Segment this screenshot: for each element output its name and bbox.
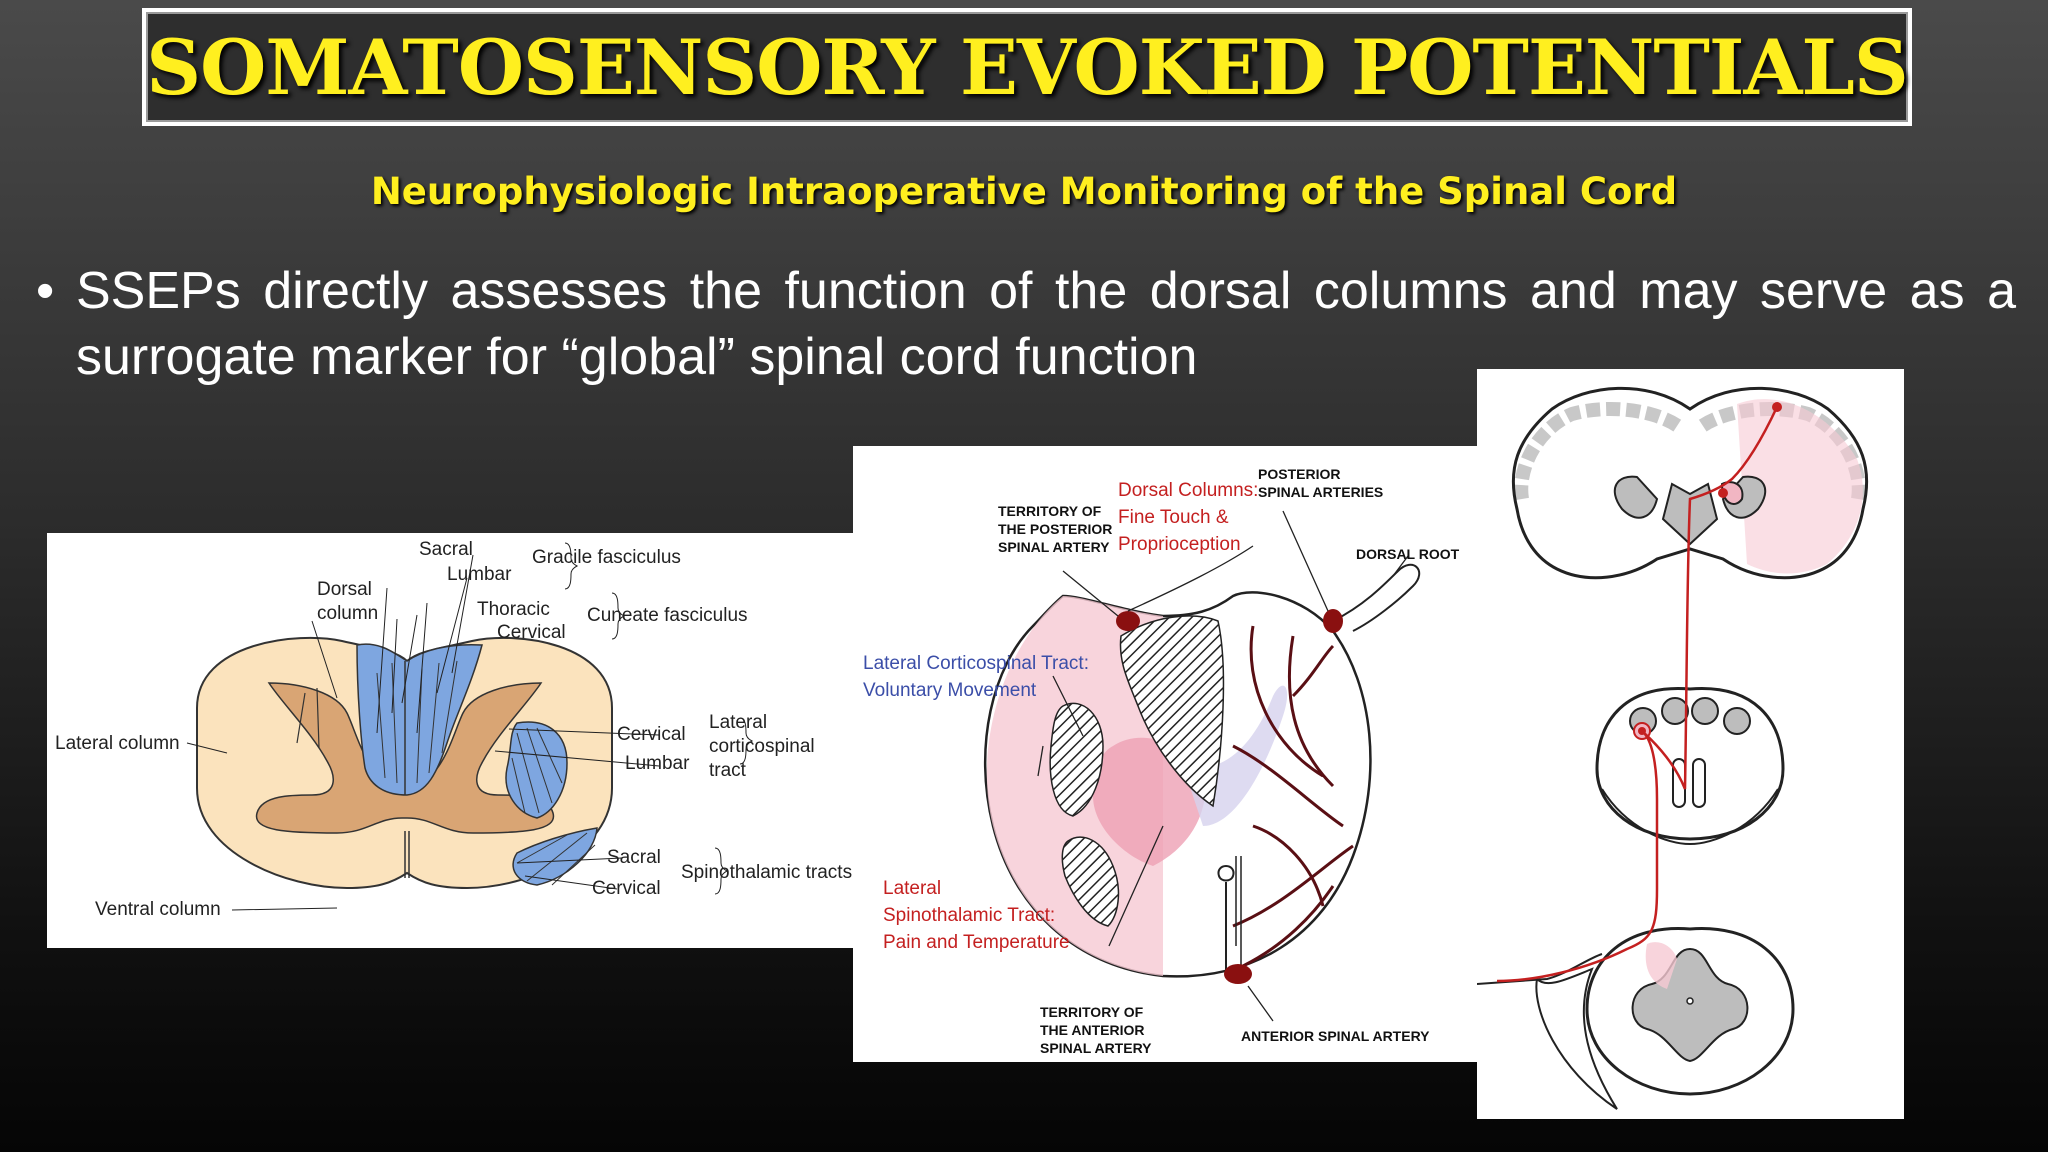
lateral-corticospinal-tract xyxy=(505,721,568,819)
label-lcst-lumbar: Lumbar xyxy=(625,753,690,774)
label-cervical: Cervical xyxy=(497,622,566,643)
vascular-territories-svg: POSTERIOR SPINAL ARTERIES Dorsal Columns… xyxy=(863,466,1460,1056)
label-dorsal-column-1: Dorsal xyxy=(317,579,372,600)
label-lcst-3: tract xyxy=(709,760,747,781)
posterior-spinal-artery-right xyxy=(1323,609,1343,633)
label-dorsal-root: DORSAL ROOT xyxy=(1356,546,1460,562)
label-st-sacral: Sacral xyxy=(607,847,661,868)
label-lumbar: Lumbar xyxy=(447,564,512,585)
label-ventral-column: Ventral column xyxy=(95,899,221,920)
label-lcst-2: Voluntary Movement xyxy=(863,680,1037,701)
label-lst-1: Lateral xyxy=(883,878,941,899)
label-dorsal-column-2: column xyxy=(317,603,378,624)
label-st-cervical: Cervical xyxy=(592,878,661,899)
label-posterior-1: POSTERIOR xyxy=(1258,466,1340,482)
spinothalamic-tract xyxy=(1061,836,1120,927)
posterior-spinal-artery-left xyxy=(1116,611,1140,631)
slide-subtitle: Neurophysiologic Intraoperative Monitori… xyxy=(370,170,1678,213)
label-tas-1: TERRITORY OF xyxy=(1040,1004,1144,1020)
label-dc-1: Dorsal Columns: xyxy=(1118,480,1258,501)
spinal-cord-tracts-diagram: Sacral Lumbar Gracile fasciculus Dorsal … xyxy=(47,533,855,948)
label-tps-2: THE POSTERIOR xyxy=(998,521,1112,537)
bullet-icon: • xyxy=(36,262,55,320)
label-dc-2: Fine Touch & xyxy=(1118,507,1229,528)
label-tas-2: THE ANTERIOR xyxy=(1040,1022,1144,1038)
ssep-pathway-diagram xyxy=(1476,369,1904,1119)
label-lcst-1: Lateral xyxy=(709,712,767,733)
label-spinothalamic: Spinothalamic tracts xyxy=(681,862,852,883)
spinal-cord-tracts-svg: Sacral Lumbar Gracile fasciculus Dorsal … xyxy=(55,539,852,920)
vascular-territories-diagram: POSTERIOR SPINAL ARTERIES Dorsal Columns… xyxy=(853,446,1478,1062)
slide-title: SOMATOSENSORY EVOKED POTENTIALS xyxy=(146,22,1908,112)
label-tas-3: SPINAL ARTERY xyxy=(1040,1040,1152,1056)
label-sacral: Sacral xyxy=(419,539,473,560)
bullet-text: SSEPs directly assesses the function of … xyxy=(76,262,2016,386)
label-tps-1: TERRITORY OF xyxy=(998,503,1102,519)
label-dc-3: Proprioception xyxy=(1118,534,1241,555)
label-lcst-cervical: Cervical xyxy=(617,724,686,745)
bullet-point: • SSEPs directly assesses the function o… xyxy=(36,258,2016,390)
title-banner: SOMATOSENSORY EVOKED POTENTIALS xyxy=(142,8,1912,126)
label-gracile-fasciculus: Gracile fasciculus xyxy=(532,547,681,568)
label-lst-2: Spinothalamic Tract: xyxy=(883,905,1055,926)
label-lcst-2: corticospinal xyxy=(709,736,815,757)
label-anterior-spinal-artery: ANTERIOR SPINAL ARTERY xyxy=(1241,1028,1430,1044)
lateral-corticospinal-tract xyxy=(1049,702,1104,817)
ssep-pathway-line xyxy=(1496,406,1779,983)
label-cuneate-fasciculus: Cuneate fasciculus xyxy=(587,605,748,626)
label-lateral-column: Lateral column xyxy=(55,733,180,754)
label-lst-3: Pain and Temperature xyxy=(883,932,1070,953)
label-lcst-1: Lateral Corticospinal Tract: xyxy=(863,653,1089,674)
ssep-pathway-svg xyxy=(1476,386,1869,1110)
label-thoracic: Thoracic xyxy=(477,599,550,620)
label-posterior-2: SPINAL ARTERIES xyxy=(1258,484,1383,500)
label-tps-3: SPINAL ARTERY xyxy=(998,539,1110,555)
anterior-spinal-artery xyxy=(1224,964,1252,984)
dorsal-columns-tract xyxy=(1119,615,1225,808)
